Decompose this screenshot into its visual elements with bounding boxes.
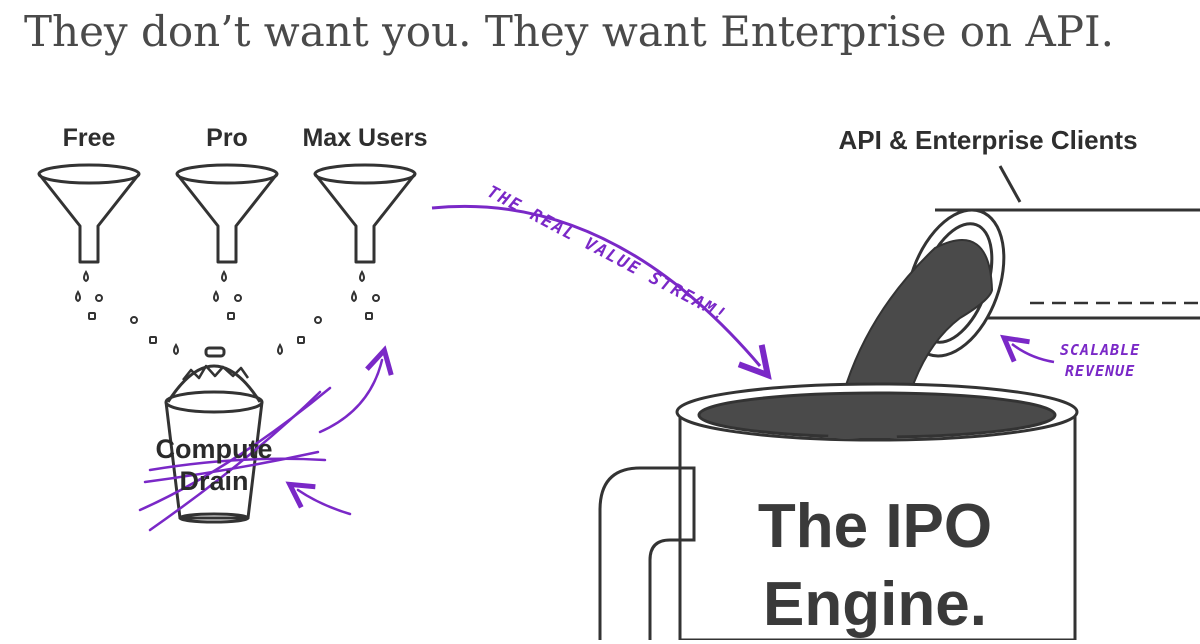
engine-label: The IPO Engine.	[758, 488, 992, 644]
funnel-pro-icon	[175, 163, 279, 264]
funnel-max-users-icon	[313, 163, 417, 264]
funnel-free-icon	[37, 163, 141, 264]
bucket-label: Compute Drain	[139, 433, 289, 497]
funnel-label-max-users: Max Users	[302, 124, 428, 152]
bucket-label-line1: Compute	[155, 434, 273, 464]
value-stream-arrow	[431, 204, 760, 366]
funnel-label-free: Free	[62, 124, 116, 152]
engine-line1: The IPO	[757, 492, 993, 561]
funnel-label-pro: Pro	[206, 124, 248, 152]
droplets-icon	[75, 269, 380, 356]
scalable-arrow	[1012, 344, 1055, 364]
engine-vessel-icon	[598, 382, 1079, 640]
scribble-cross-out	[138, 386, 332, 532]
fluid-pour-point	[828, 418, 897, 438]
scalable-line2: REVENUE	[1065, 362, 1136, 380]
headline: They don’t want you. They want Enterpris…	[24, 7, 1114, 56]
scalable-line1: SCALABLE	[1060, 341, 1141, 359]
bucket-label-line2: Drain	[179, 466, 249, 496]
pipe-label: API & Enterprise Clients	[838, 125, 1138, 155]
bucket-icon	[164, 346, 264, 524]
scalable-annotation: SCALABLE REVENUE	[1060, 340, 1140, 382]
engine-line2: Engine.	[763, 570, 987, 639]
small-arrows	[298, 360, 382, 516]
